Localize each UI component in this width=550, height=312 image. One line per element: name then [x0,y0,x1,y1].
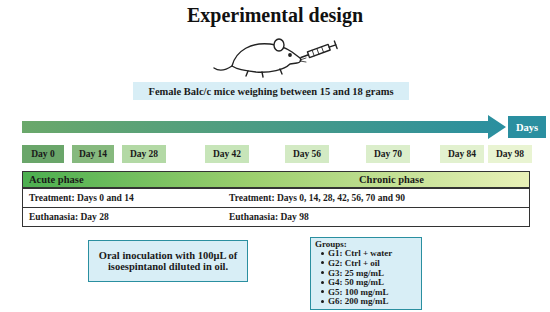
box-text: Treatment: Days 0, 14, 28, 42, 56, 70 an… [229,193,405,203]
bullet-dot [321,271,324,274]
bullet-dot [321,300,324,303]
box-text: Day 28 [130,149,158,159]
day-box: Day 0 [22,145,64,163]
group-list-box: Groups:G1: Ctrl + waterG2: Ctrl + oilG3:… [310,237,422,310]
bullet-dot [321,290,324,293]
day-box: Day 14 [72,145,114,163]
bullet-dot [321,281,324,284]
box-text: Day 0 [31,149,55,159]
note-box: Oral inoculation with 100μL of isoespint… [88,240,248,282]
table-row: Euthanasia: Day 28Euthanasia: Day 98 [22,207,530,227]
phase-band: Acute phaseChronic phase [22,171,530,188]
info-box: Female Balc/c mice weighing between 15 a… [133,82,409,100]
box-text: Treatment: Days 0 and 14 [29,193,229,203]
box-text: Groups: [315,240,417,250]
day-box: Day 28 [122,145,166,163]
box-text: G1: Ctrl + water [328,248,392,258]
box-text: Days [516,122,538,133]
axis-label-box: Days [508,116,546,138]
box-text: G4: 50 mg/mL [328,277,384,287]
box-text: Chronic phase [359,174,424,185]
box-text: Day 84 [448,149,476,159]
box-text: Day 98 [496,149,524,159]
bullet-dot [321,252,324,255]
box-text: Day 42 [213,149,241,159]
mouse-illustration [214,39,337,77]
box-text: Day 70 [374,149,402,159]
box-text: Oral inoculation with 100μL of isoespint… [97,250,239,272]
box-text: Acute phase [29,174,359,185]
table-row: Treatment: Days 0 and 14Treatment: Days … [22,188,530,208]
box-text: G6: 200 mg/mL [328,296,389,306]
box-text: G5: 100 mg/mL [328,287,389,297]
day-box: Day 84 [440,145,484,163]
diagram-title: Experimental design [0,4,550,27]
box-text: G2: Ctrl + oil [328,258,380,268]
day-box: Day 70 [366,145,410,163]
day-box: Day 56 [285,145,329,163]
box-text: Female Balc/c mice weighing between 15 a… [149,86,394,97]
box-text: Euthanasia: Day 28 [29,212,229,222]
bullet-dot [321,261,324,264]
box-text: Day 56 [293,149,321,159]
timeline-arrow [22,115,506,139]
day-box: Day 42 [205,145,249,163]
box-text: Day 14 [79,149,107,159]
box-text: G3: 25 mg/mL [328,268,384,278]
box-text: Euthanasia: Day 98 [229,212,309,222]
day-box: Day 98 [488,145,532,163]
